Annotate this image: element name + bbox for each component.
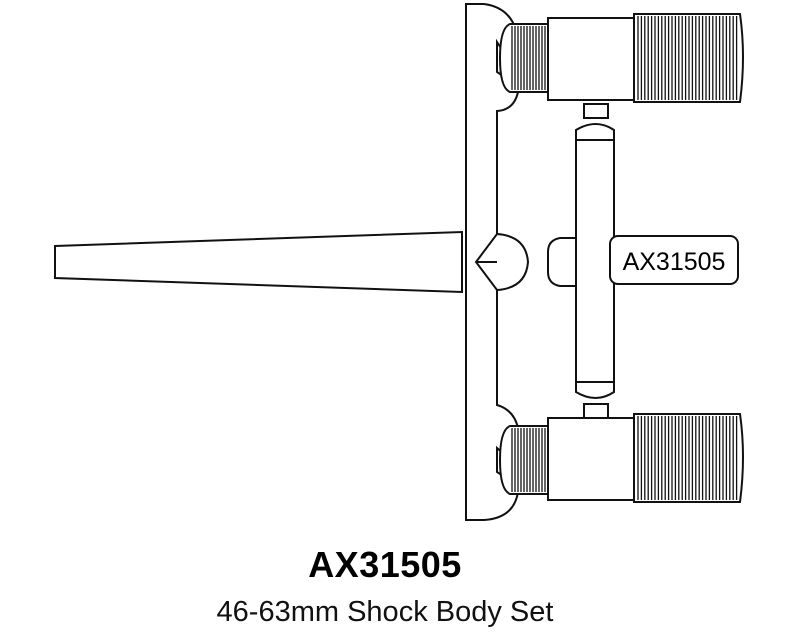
vertical-sprue-bar	[575, 123, 615, 399]
sprue-tag	[609, 235, 739, 285]
upper-connector	[583, 103, 609, 119]
shock-body-set-diagram: AX31505	[54, 3, 744, 521]
sprue-tab	[547, 237, 577, 287]
sprue-tag-label: AX31505	[623, 248, 726, 276]
sprue-handle	[54, 230, 463, 294]
thread-hatching	[511, 16, 738, 500]
rail-knob	[474, 232, 530, 292]
part-number: AX31505	[308, 544, 462, 585]
part-description: 46-63mm Shock Body Set	[216, 596, 554, 628]
